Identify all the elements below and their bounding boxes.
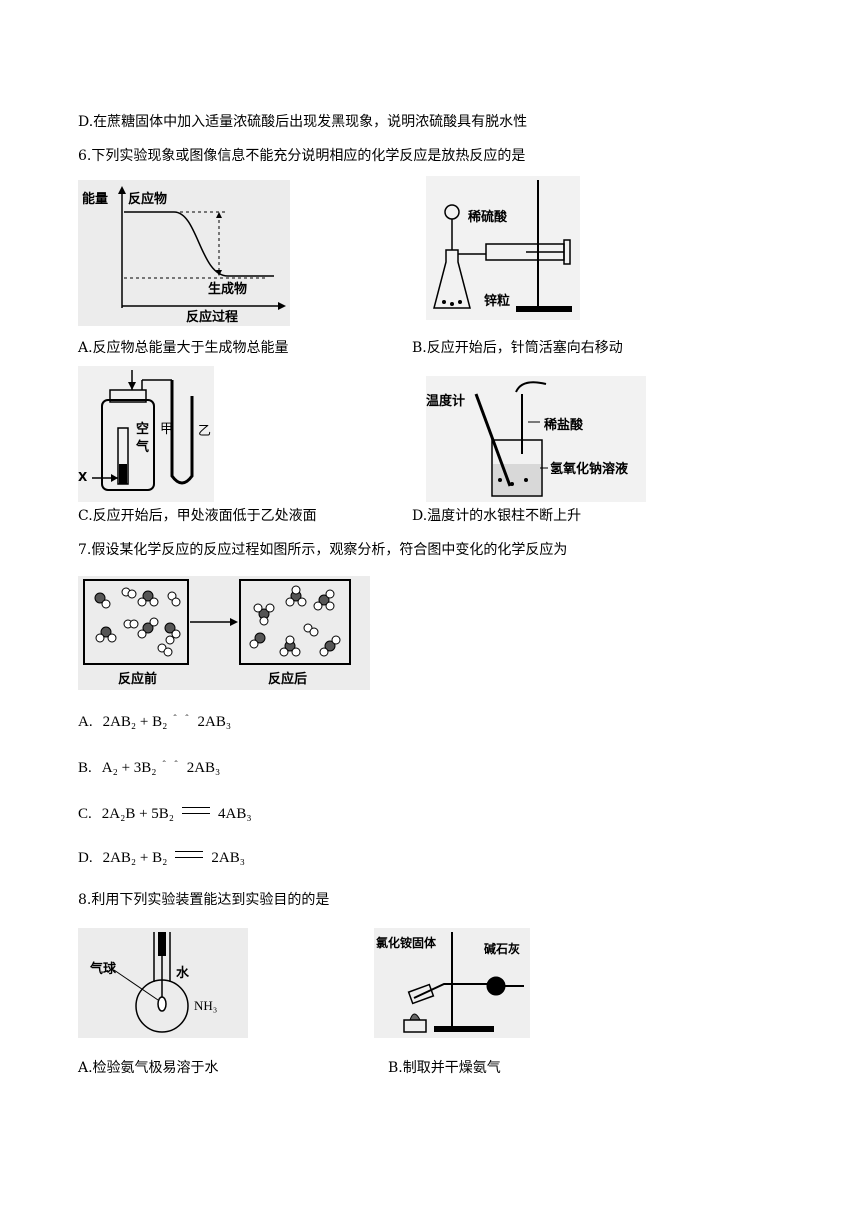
fig-6a-ylabel: 能量 <box>82 192 109 207</box>
fig-8a-apparatus: 气球 水 NH₃ <box>78 928 248 1038</box>
fig-8b-lime-label: 碱石灰 <box>484 942 521 956</box>
fig-8b-solid-label: 氯化铵固体 <box>376 936 437 950</box>
fig-6a-xlabel: 反应过程 <box>186 310 239 325</box>
q5-option-d: D.在蔗糖固体中加入适量浓硫酸后出现发黑现象，说明浓硫酸具有脱水性 <box>78 114 528 130</box>
q8-stem: 8.利用下列实验装置能达到实验目的的是 <box>78 892 330 908</box>
fig-6c-x-label: X <box>78 470 88 484</box>
fig-6c-air-label-1: 空 <box>136 422 150 437</box>
q6-stem: 6.下列实验现象或图像信息不能充分说明相应的化学反应是放热反应的是 <box>78 148 526 164</box>
fig-6b-zinc-label: 锌粒 <box>484 294 511 309</box>
q8-option-b: B.制取并干燥氨气 <box>388 1060 501 1076</box>
fig-6d-thermometer-label: 温度计 <box>426 394 466 409</box>
fig-8a-water-label: 水 <box>176 966 190 981</box>
fig-6b-apparatus: 稀硫酸 锌粒 <box>426 176 580 320</box>
fig-7-reaction-diagram: 反应前 反应后 <box>78 576 370 690</box>
fig-6d-apparatus: 温度计 稀盐酸 氢氧化钠溶液 <box>426 376 646 502</box>
fig-7-after-label: 反应后 <box>268 672 308 687</box>
fig-8a-nh3-label: NH₃ <box>194 998 218 1013</box>
fig-6c-jia-label: 甲 <box>160 422 174 437</box>
fig-8a-balloon-label: 气球 <box>90 962 117 977</box>
fig-6a-energy-diagram: 能量 反应物 生成物 反应过程 <box>78 180 290 326</box>
fig-8b-apparatus: 氯化铵固体 碱石灰 <box>374 928 530 1038</box>
fig-7-before-label: 反应前 <box>118 672 158 687</box>
fig-6c-yi-label: 乙 <box>198 424 212 439</box>
q6-option-b: B.反应开始后，针筒活塞向右移动 <box>412 340 623 356</box>
fig-6c-apparatus: 空 气 甲 乙 X <box>78 366 214 502</box>
fig-6a-product-label: 生成物 <box>208 282 248 297</box>
q8-option-a: A.检验氨气极易溶于水 <box>78 1060 219 1076</box>
fig-6a-reactant-label: 反应物 <box>128 192 168 207</box>
q6-option-a: A.反应物总能量大于生成物总能量 <box>78 340 289 356</box>
q6-option-d: D.温度计的水银柱不断上升 <box>412 508 582 524</box>
fig-6b-acid-label: 稀硫酸 <box>468 210 508 225</box>
fig-6d-acid-label: 稀盐酸 <box>544 418 584 433</box>
fig-6d-naoh-label: 氢氧化钠溶液 <box>550 462 629 477</box>
q7-stem: 7.假设某化学反应的反应过程如图所示，观察分析，符合图中变化的化学反应为 <box>78 542 568 558</box>
q6-option-c: C.反应开始后，甲处液面低于乙处液面 <box>78 508 317 524</box>
fig-6c-air-label-2: 气 <box>136 440 150 455</box>
